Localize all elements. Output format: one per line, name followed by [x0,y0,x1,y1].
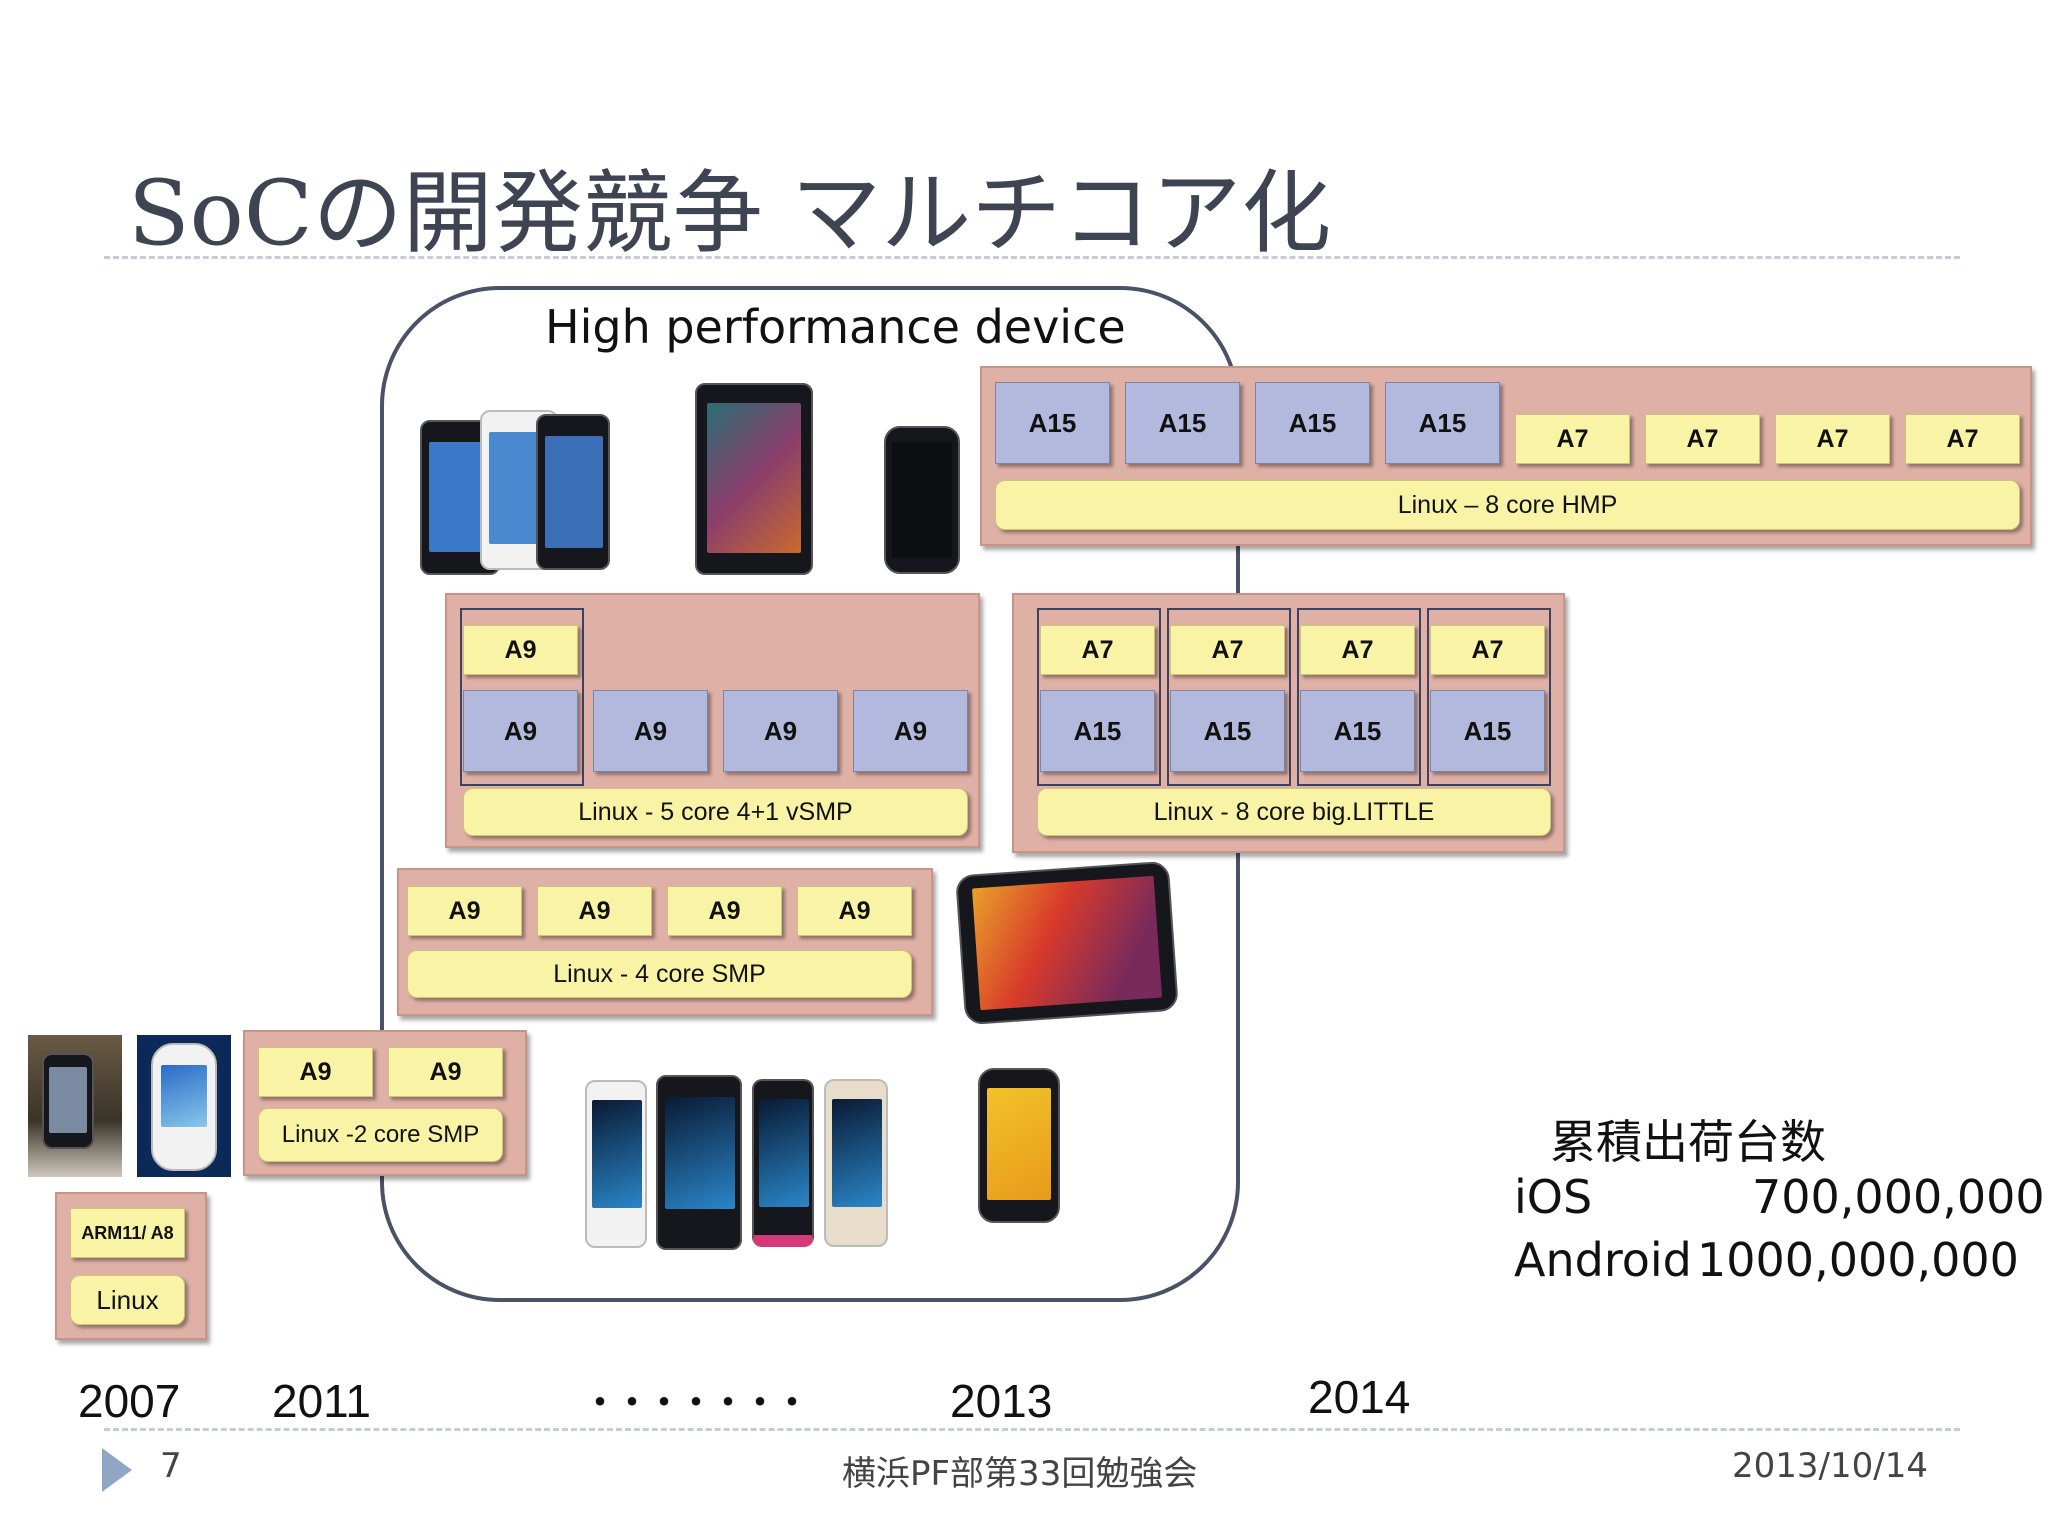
hmp-big-core: A15 [995,382,1110,464]
play-triangle-icon [102,1448,132,1492]
android-label: Android [1514,1233,1692,1287]
ios-label: iOS [1514,1170,1593,1224]
vsmp-core: A9 [853,690,968,772]
iphone-devices-image [420,410,610,575]
biglittle-os-bar: Linux - 8 core big.LITTLE [1037,788,1551,836]
smp2-core: A9 [388,1047,503,1097]
smp4-core: A9 [667,886,782,936]
smp4-core: A9 [797,886,912,936]
footer-divider [104,1428,1960,1431]
year-2014: 2014 [1308,1371,1411,1423]
biglittle-big-core: A15 [1040,690,1155,772]
hmp-big-core: A15 [1125,382,1240,464]
slide-title: SoCの開発競争 マルチコア化 [128,161,1332,266]
title-divider [104,256,1960,259]
android-value: 1000,000,000 [1697,1233,2019,1287]
year-2011: 2011 [272,1375,371,1427]
hmp-os-bar: Linux – 8 core HMP [995,480,2020,530]
biglittle-little-core: A7 [1040,625,1155,675]
single-core: ARM11/ A8 [70,1208,185,1258]
high-performance-label: High performance device [545,300,1126,354]
single-core-os-bar: Linux [70,1275,185,1325]
smp2-os-bar: Linux -2 core SMP [258,1108,503,1162]
hmp-little-core: A7 [1645,414,1760,464]
biglittle-little-core: A7 [1300,625,1415,675]
vsmp-core: A9 [723,690,838,772]
xperia-phones-image [580,1075,890,1250]
galaxy-phone-image [884,426,960,574]
year-2007: 2007 [78,1375,181,1427]
htc-magic-photo [137,1035,231,1177]
biglittle-big-core: A15 [1430,690,1545,772]
hmp-big-core: A15 [1385,382,1500,464]
footer-event: 横浜PF部第33回勉強会 [842,1454,1198,1494]
biglittle-little-core: A7 [1430,625,1545,675]
biglittle-pair-group [1297,608,1421,786]
vsmp-companion-group [460,608,584,786]
footer-date: 2013/10/14 [1732,1446,1928,1486]
timeline-dots: ・・・・・・・ [580,1381,812,1425]
hmp-big-core: A15 [1255,382,1370,464]
hmp-little-core: A7 [1905,414,2020,464]
smp2-core: A9 [258,1047,373,1097]
hmp-little-core: A7 [1515,414,1630,464]
vsmp-core: A9 [463,690,578,772]
smp4-core: A9 [537,886,652,936]
biglittle-little-core: A7 [1170,625,1285,675]
shipment-title: 累積出荷台数 [1550,1115,1826,1169]
biglittle-big-core: A15 [1170,690,1285,772]
biglittle-pair-group [1427,608,1551,786]
iphone-dock-photo [28,1035,122,1177]
vsmp-os-bar: Linux - 5 core 4+1 vSMP [463,788,968,836]
nexus10-tablet-image [955,860,1179,1026]
biglittle-pair-group [1037,608,1161,786]
smp4-os-bar: Linux - 4 core SMP [407,950,912,998]
page-number: 7 [160,1446,182,1486]
vsmp-companion-core: A9 [463,625,578,675]
vsmp-core: A9 [593,690,708,772]
ios-value: 700,000,000 [1752,1170,2045,1224]
nexus7-tablet-image [695,383,813,575]
biglittle-big-core: A15 [1300,690,1415,772]
hmp-little-core: A7 [1775,414,1890,464]
nexus4-phone-image [978,1068,1060,1223]
year-2013: 2013 [950,1375,1053,1427]
smp4-core: A9 [407,886,522,936]
biglittle-pair-group [1167,608,1291,786]
